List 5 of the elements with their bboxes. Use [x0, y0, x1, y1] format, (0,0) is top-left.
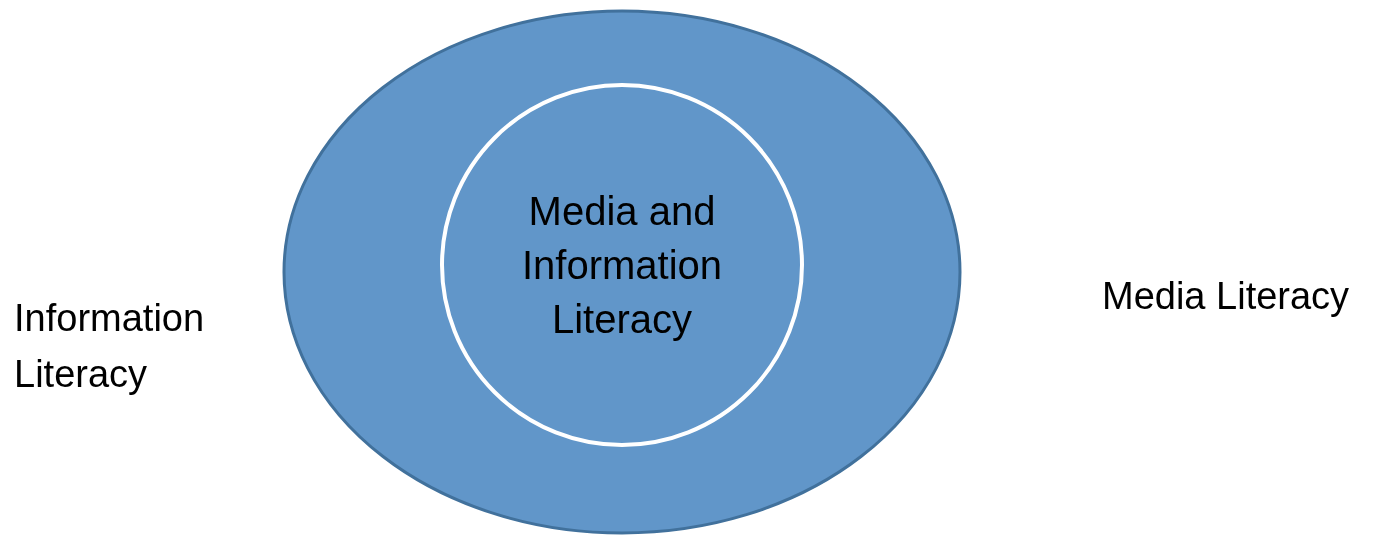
circle-shape: [438, 81, 806, 449]
circle-label: Media and Information Literacy: [520, 188, 724, 343]
outside-label: Media Literacy: [1102, 274, 1351, 319]
outside-label: Information Literacy: [14, 296, 206, 397]
ellipse-shape: [281, 8, 963, 536]
